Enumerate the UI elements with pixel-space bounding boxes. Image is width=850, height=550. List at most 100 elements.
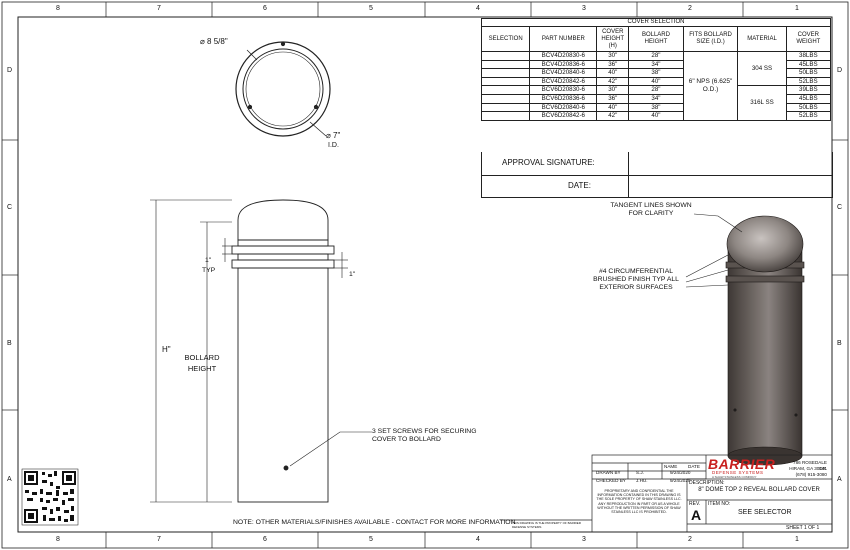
description-label: DESCRIPTION: (689, 480, 725, 486)
zone-top-1: 1 (795, 5, 799, 12)
bollard-height-cell: 40" (628, 76, 684, 87)
zone-bottom-1: 1 (795, 536, 799, 543)
bollard-height-cell: 28" (628, 51, 684, 61)
top-view-ring (235, 41, 331, 137)
phone: (678) 915-3080 (795, 472, 827, 477)
tiny-note: THIS DRAWING IS THE PROPERTY OF BARRIER … (512, 522, 581, 529)
cover-selection-table: COVER SELECTION SELECTION PART NUMBER CO… (480, 18, 832, 121)
cover-height-cell: 36" (596, 59, 630, 70)
address-line-2: HIRAM, GA 30141 (789, 466, 827, 471)
typ-label: TYP (202, 267, 216, 274)
gap-dimension: 1" (349, 271, 356, 278)
zone-top-4: 4 (476, 5, 480, 12)
drawn-by-date: 9/24/2020 (670, 470, 691, 475)
date-label: DATE: (568, 181, 591, 190)
iso-leaders (685, 213, 743, 288)
drawn-by-label: DRAWN BY (596, 470, 621, 475)
zone-left-c: C (7, 204, 13, 211)
material-cell-b: 316L SS (737, 85, 787, 121)
zone-right-d: D (837, 67, 843, 74)
checked-by-label: CHECKED BY (596, 478, 626, 483)
cover-height-cell: 42" (596, 76, 630, 87)
description-text: 8" DOME TOP 2 REVEAL BOLLARD COVER (698, 487, 820, 493)
weight-cell: 52LBS (785, 111, 832, 121)
cover-height-cell: 42" (596, 111, 630, 121)
divider (628, 176, 629, 197)
bollard-height-cell: 34" (628, 59, 684, 70)
typ-dimension: 1" (205, 257, 212, 264)
finish-note: #4 CIRCUMFERENTIAL BRUSHED FINISH TYP AL… (593, 268, 679, 291)
zone-bottom-4: 4 (476, 536, 480, 543)
tangent-lines-note: TANGENT LINES SHOWN FOR CLARITY (610, 202, 692, 217)
table-title: COVER SELECTION (481, 18, 831, 27)
inner-diameter-label: ⌀ 7" (326, 131, 341, 140)
bollard-height-cell: 40" (628, 111, 684, 121)
zone-bottom-2: 2 (688, 536, 692, 543)
checked-by-name: J.HU. (636, 478, 648, 483)
table-row: BCV4D20830-6 30" 28" 6" NPS (6.625" O.D.… (480, 50, 832, 121)
brand-logo: BARRIER (708, 456, 776, 472)
header-bollard-height: BOLLARD HEIGHT (628, 26, 684, 52)
header-cover-height: COVER HEIGHT (H) (596, 26, 630, 52)
weight-cell: 38LBS (785, 51, 832, 61)
bollard-height-cell: 38" (628, 102, 684, 113)
bollard-height-cell: 34" (628, 93, 684, 104)
part-number-cell: BCV6D20840-6 (529, 102, 598, 113)
rev-value: A (691, 507, 702, 523)
zone-left-a: A (7, 476, 12, 483)
part-number-cell: BCV4D20836-6 (529, 59, 598, 70)
address-line-1: 786 ROSEDALE DR. (793, 460, 827, 471)
bollard-height-cell: 38" (628, 68, 684, 78)
outer-diameter-label: ⌀ 8 5/8" (200, 37, 228, 46)
header-material: MATERIAL (737, 26, 787, 52)
date-header: DATE (688, 464, 700, 469)
bollard-height-cell: 28" (628, 85, 684, 95)
table-row: BCV6D20842-6 42" 40" 52LBS (480, 111, 832, 121)
side-dimensions (150, 199, 372, 503)
zone-top-8: 8 (56, 5, 60, 12)
zone-bottom-8: 8 (56, 536, 60, 543)
header-cover-weight: COVER WEIGHT (785, 26, 832, 52)
header-fits-size: FITS BOLLARD SIZE (I.D.) (682, 26, 739, 52)
inner-diameter-note: I.D. (328, 142, 339, 149)
title-block-frame (500, 454, 833, 533)
zone-bottom-3: 3 (582, 536, 586, 543)
cover-height-cell: 30" (596, 51, 630, 61)
zone-right-b: B (837, 340, 842, 347)
fits-size-cell: 6" NPS (6.625" O.D.) (682, 51, 739, 121)
weight-cell: 45LBS (785, 93, 832, 104)
material-cell-a: 304 SS (737, 50, 787, 87)
checked-by-date: 9/24/2020 (670, 478, 691, 483)
zone-right-c: C (837, 204, 843, 211)
name-header: NAME (664, 464, 678, 469)
zone-bottom-6: 6 (263, 536, 267, 543)
part-number-cell: BCV4D20840-6 (529, 68, 598, 78)
part-number-cell: BCV4D20842-6 (529, 76, 598, 87)
zone-top-5: 5 (369, 5, 373, 12)
weight-cell: 39LBS (785, 85, 832, 95)
zone-left-d: D (7, 67, 13, 74)
approval-signature-box: APPROVAL SIGNATURE: (481, 152, 833, 176)
table-row: BCV6D20836-6 36" 34" 45LBS (480, 93, 832, 104)
header-part-number: PART NUMBER (529, 26, 598, 52)
proprietary-notice: PROPRIETARY AND CONFIDENTIAL THE INFORMA… (596, 489, 682, 515)
drawn-by-name: S.J. (636, 470, 644, 475)
weight-cell: 52LBS (785, 76, 832, 87)
divider (628, 152, 629, 175)
weight-cell: 50LBS (785, 68, 832, 78)
qr-code (21, 468, 79, 526)
zone-bottom-7: 7 (157, 536, 161, 543)
cover-height-cell: 40" (596, 102, 630, 113)
bottom-note: NOTE: OTHER MATERIALS/FINISHES AVAILABLE… (233, 519, 516, 526)
h-label: H" (162, 345, 171, 354)
cover-height-cell: 36" (596, 93, 630, 104)
iso-bollard (725, 215, 805, 466)
side-view-bollard (231, 199, 335, 503)
cover-height-cell: 40" (596, 68, 630, 78)
item-label: ITEM NO: (708, 501, 731, 507)
part-number-cell: BCV6D20842-6 (529, 111, 598, 121)
brand-tag: A SHAW STAINLESS COMPANY (712, 475, 757, 479)
zone-top-6: 6 (263, 5, 267, 12)
zone-right-a: A (837, 476, 842, 483)
approval-signature-label: APPROVAL SIGNATURE: (502, 158, 595, 167)
